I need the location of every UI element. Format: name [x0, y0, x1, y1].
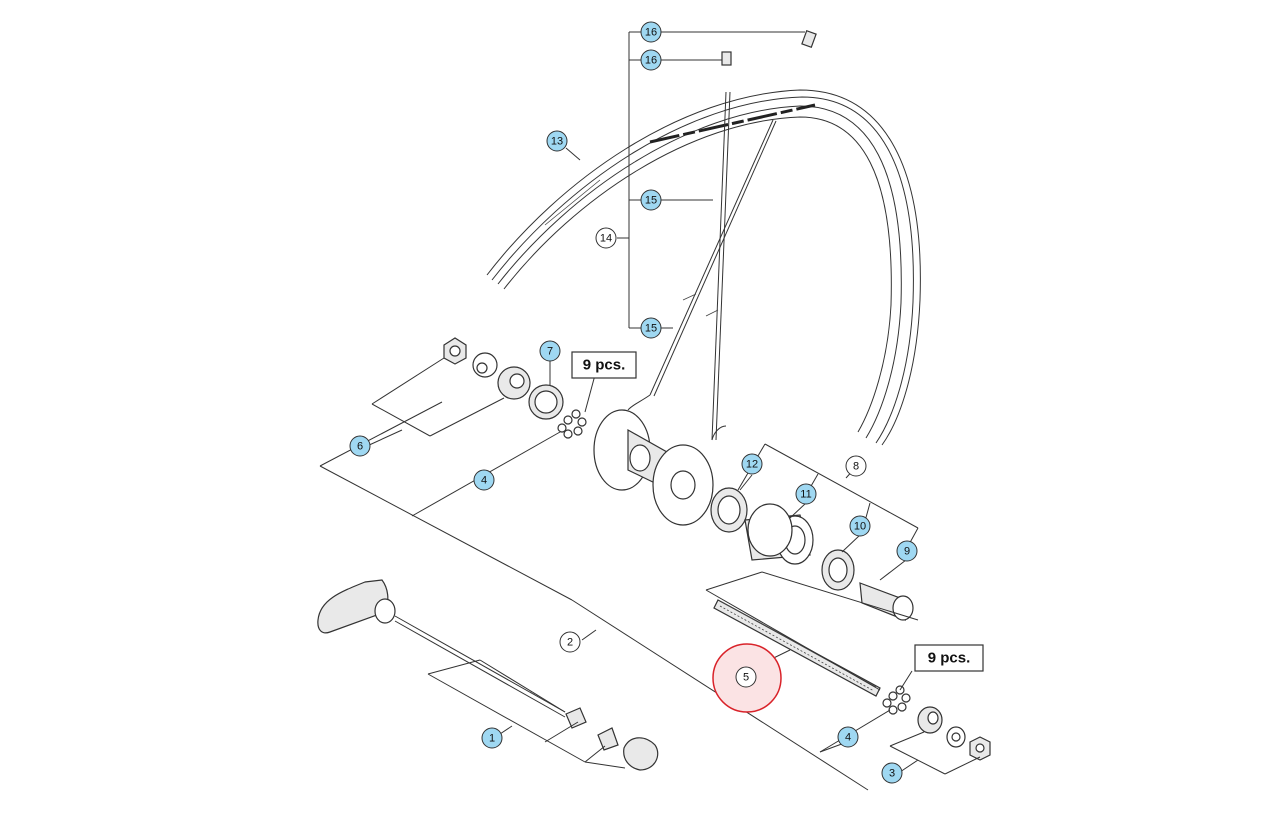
- callout-number: 9: [904, 546, 910, 558]
- callout-circle: [349, 435, 371, 457]
- callout-circle: [795, 483, 817, 505]
- callout-circle: [849, 515, 871, 537]
- callout-part-c10[interactable]: 10: [849, 515, 871, 537]
- callout-number: 13: [551, 136, 563, 148]
- callout-number: 6: [357, 441, 363, 453]
- callout-number: 12: [746, 459, 758, 471]
- callout-circle: [546, 130, 568, 152]
- dust-cap: [528, 384, 564, 420]
- callout-number: 7: [547, 346, 553, 358]
- callout-part-c15a[interactable]: 15: [640, 189, 662, 211]
- callout-number: 16: [645, 55, 657, 67]
- callout-number: 4: [481, 475, 487, 487]
- callout-part-c8[interactable]: 8: [845, 455, 867, 477]
- freehub-seal: [821, 549, 855, 591]
- right-cone: [917, 706, 943, 734]
- callout-circle: [595, 227, 617, 249]
- callout-circle: [741, 453, 763, 475]
- callout-part-c1[interactable]: 1: [481, 727, 503, 749]
- left-locknut: [443, 337, 467, 365]
- callout-part-c6[interactable]: 6: [349, 435, 371, 457]
- freehub-washer: [710, 487, 748, 533]
- callout-part-c7[interactable]: 7: [539, 340, 561, 362]
- callout-circle: [539, 340, 561, 362]
- callout-part-c15b[interactable]: 15: [640, 317, 662, 339]
- callout-number: 11: [800, 489, 811, 501]
- callout-number: 1: [489, 733, 495, 745]
- right-ball-bearings: [882, 685, 911, 715]
- callout-part-c16b[interactable]: 16: [640, 49, 662, 71]
- quantity-label-upper-text: 9 pcs.: [583, 357, 626, 374]
- callout-number: 8: [853, 461, 859, 473]
- right-locknut: [969, 736, 991, 761]
- callout-part-c2[interactable]: 2: [559, 631, 581, 653]
- quantity-label-lower-text: 9 pcs.: [928, 650, 971, 667]
- callout-circle: [837, 726, 859, 748]
- callout-circle: [845, 455, 867, 477]
- hub-body: [593, 409, 714, 526]
- callout-part-c12[interactable]: 12: [741, 453, 763, 475]
- callout-circle: [896, 540, 918, 562]
- right-spacer: [946, 726, 966, 748]
- callout-part-c14[interactable]: 14: [595, 227, 617, 249]
- callout-circle: [735, 666, 757, 688]
- callout-circle: [640, 49, 662, 71]
- rim: [486, 89, 921, 446]
- callout-circle: [559, 631, 581, 653]
- freehub-spacer: [859, 582, 914, 621]
- quantity-label-lower: 9 pcs.: [914, 644, 984, 672]
- quick-release-spring-2: [597, 727, 619, 751]
- quick-release-lever: [317, 579, 396, 634]
- left-spacer: [472, 352, 498, 378]
- callout-number: 2: [567, 637, 573, 649]
- left-ball-bearings: [557, 409, 587, 439]
- callout-circle: [640, 317, 662, 339]
- callout-part-c13[interactable]: 13: [546, 130, 568, 152]
- callout-circle: [640, 189, 662, 211]
- quick-release-spring-1: [565, 707, 587, 729]
- left-cone: [497, 366, 531, 400]
- callout-circle: [640, 21, 662, 43]
- quantity-label-upper: 9 pcs.: [571, 351, 637, 379]
- callout-circle: [481, 727, 503, 749]
- freehub-body: [744, 503, 814, 565]
- callout-circle: [473, 469, 495, 491]
- callout-number: 14: [600, 233, 612, 245]
- callout-part-c3[interactable]: 3: [881, 762, 903, 784]
- callout-number: 15: [645, 323, 657, 335]
- spokes: [627, 91, 777, 441]
- quick-release-skewer: [394, 615, 566, 718]
- callout-part-c16a[interactable]: 16: [640, 21, 662, 43]
- spoke-nipples: [721, 29, 817, 66]
- callout-part-c4b[interactable]: 4: [837, 726, 859, 748]
- callout-number: 10: [854, 521, 866, 533]
- callout-part-c9[interactable]: 9: [896, 540, 918, 562]
- callout-circle: [881, 762, 903, 784]
- callout-number: 3: [889, 768, 895, 780]
- callout-number: 4: [845, 732, 851, 744]
- leader-lines: [319, 31, 981, 791]
- callout-part-c5[interactable]: 5: [735, 666, 757, 688]
- callout-number: 16: [645, 27, 657, 39]
- callout-number: 5: [743, 672, 749, 684]
- callout-part-c11[interactable]: 11: [795, 483, 817, 505]
- callout-number: 15: [645, 195, 657, 207]
- quick-release-nut: [623, 737, 659, 771]
- callout-part-c4a[interactable]: 4: [473, 469, 495, 491]
